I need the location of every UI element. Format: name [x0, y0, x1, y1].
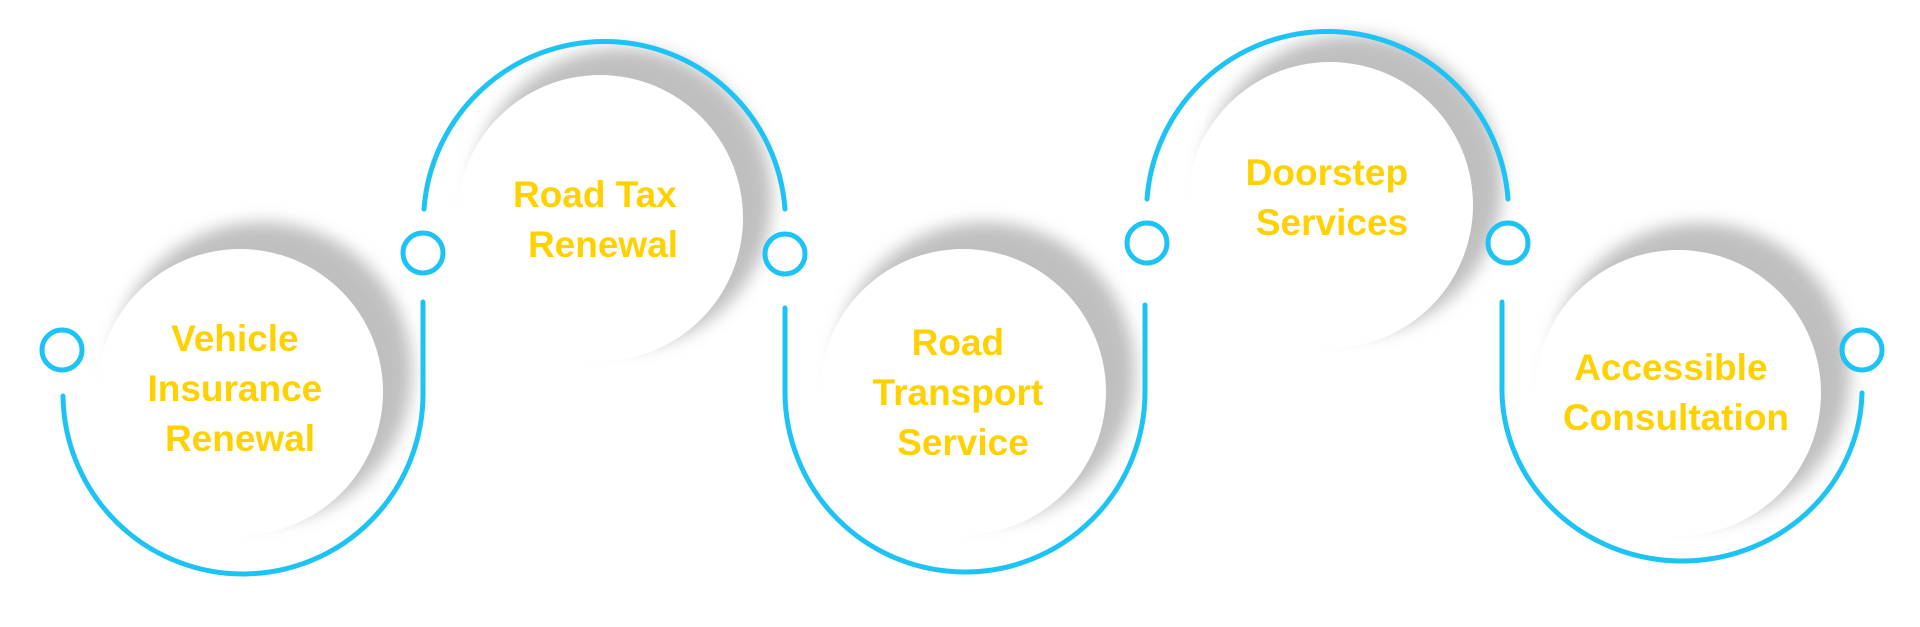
disc: [1535, 250, 1821, 536]
connector-arc: [782, 302, 1148, 575]
step-vehicle-insurance: Vehicle Insurance Renewal: [60, 222, 426, 577]
disc: [97, 249, 383, 535]
connector-node-start: [39, 327, 85, 373]
step-label: Accessible Consultation: [1563, 347, 1789, 438]
connector-arc: [60, 299, 426, 577]
step-road-transport: Road Transport Service: [782, 222, 1148, 575]
connector-node-3: [1124, 220, 1170, 266]
step-label: Road Transport Service: [873, 322, 1054, 463]
step-road-tax: Road Tax Renewal: [421, 39, 788, 361]
connector-arc: [1144, 29, 1511, 202]
step-accessible-consultation: Accessible Consultation: [1499, 223, 1865, 564]
connector-node-4: [1485, 220, 1531, 266]
connector-node-2: [762, 231, 808, 277]
step-label: Road Tax Renewal: [513, 174, 687, 265]
disc: [457, 75, 743, 361]
connector-node-1: [400, 230, 446, 276]
connector-arc: [1499, 299, 1865, 564]
connector-arc: [421, 39, 788, 212]
step-doorstep: Doorstep Services: [1144, 29, 1511, 348]
disc: [1187, 62, 1473, 348]
step-label: Vehicle Insurance Renewal: [147, 318, 332, 459]
connector-node-end: [1839, 327, 1885, 373]
step-label: Doorstep Services: [1246, 152, 1419, 243]
disc: [820, 249, 1106, 535]
